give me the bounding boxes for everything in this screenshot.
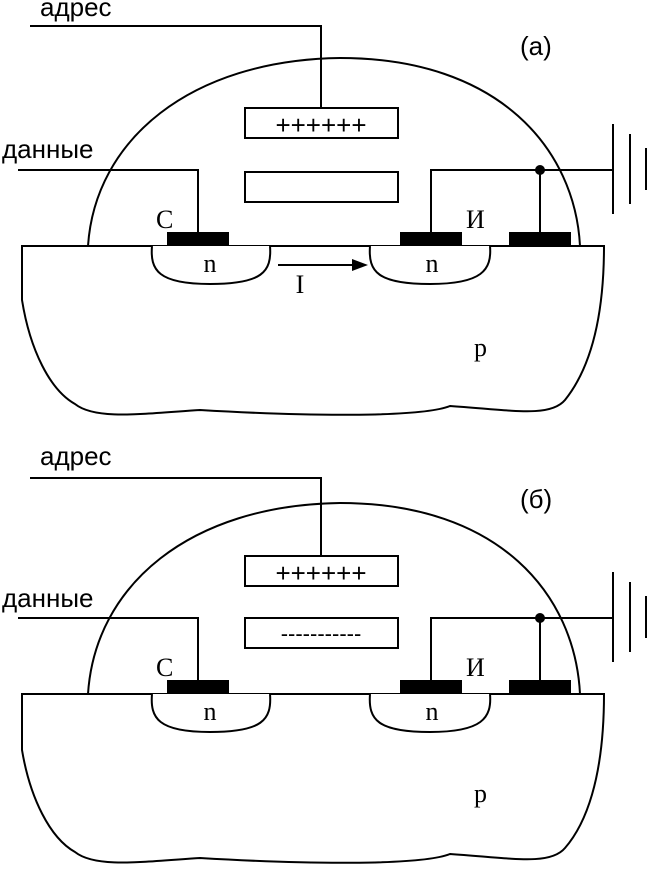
address-wire — [30, 25, 322, 108]
source-contact — [400, 232, 462, 246]
body-contact — [509, 232, 571, 246]
drain-region-label: n — [204, 697, 217, 726]
drain-n-region — [150, 693, 272, 734]
panel-label: (б) — [520, 484, 552, 514]
source-region-label: n — [426, 697, 439, 726]
oxide-dome — [87, 56, 581, 247]
diagram-b: адрес (б) данные ++++++ ----------- С И … — [2, 441, 647, 864]
source-region-label: n — [426, 249, 439, 278]
control-gate — [244, 555, 399, 587]
address-label: адрес — [40, 441, 112, 471]
drain-contact — [167, 680, 229, 694]
source-label: И — [466, 653, 485, 682]
source-label: И — [466, 205, 485, 234]
data-label: данные — [2, 583, 94, 613]
control-gate — [244, 107, 399, 139]
body-contact — [509, 680, 571, 694]
drain-label: С — [156, 205, 173, 234]
address-wire — [30, 477, 322, 556]
junction-dot — [535, 165, 545, 175]
substrate-label: p — [474, 333, 487, 362]
data-wire — [18, 617, 199, 680]
control-gate-charge: ++++++ — [275, 558, 366, 588]
floating-gate — [244, 171, 399, 203]
substrate — [21, 245, 606, 416]
substrate — [21, 693, 606, 864]
drain-contact — [167, 232, 229, 246]
diagram-a: адрес (а) данные ++++++ С И n n I p — [2, 0, 647, 416]
data-label: данные — [2, 134, 94, 164]
panel-label: (а) — [520, 31, 552, 61]
address-label: адрес — [40, 0, 112, 22]
floating-gate-charge: ----------- — [281, 621, 362, 646]
source-n-region — [368, 693, 492, 734]
source-wire — [430, 617, 612, 680]
drain-label: С — [156, 653, 173, 682]
substrate-label: p — [474, 779, 487, 808]
control-gate-charge: ++++++ — [275, 110, 366, 140]
source-wire — [430, 169, 612, 232]
source-contact — [400, 680, 462, 694]
drain-n-region — [150, 245, 272, 286]
data-wire — [18, 169, 199, 232]
current-label: I — [296, 270, 305, 299]
current-arrowhead — [352, 259, 368, 271]
oxide-dome — [87, 501, 581, 695]
source-n-region — [368, 245, 492, 286]
junction-dot — [535, 613, 545, 623]
floating-gate — [244, 617, 399, 649]
drain-region-label: n — [204, 249, 217, 278]
